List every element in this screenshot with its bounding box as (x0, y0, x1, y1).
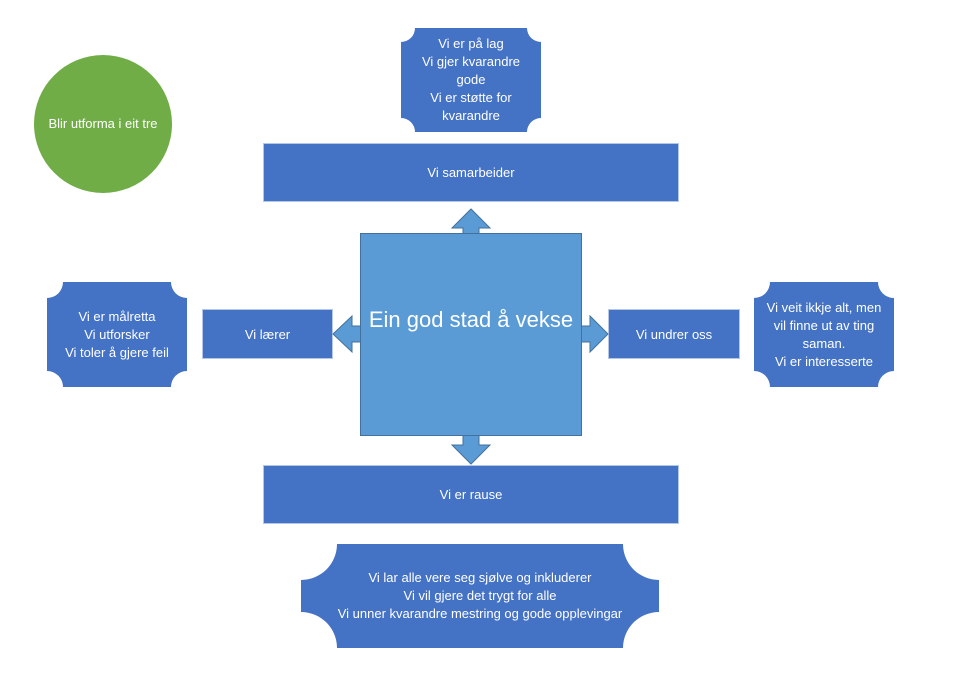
plaque-right-line: saman. (802, 335, 846, 351)
plaque-right-line: Vi veit ikkje alt, men (766, 299, 882, 315)
plaque-left: Vi er målretta Vi utforsker Vi toler å g… (47, 282, 187, 387)
plaque-left-shape (47, 282, 187, 387)
plaque-left-line: Vi er målretta (78, 308, 156, 324)
bar-bottom-label: Vi er rause (439, 487, 503, 502)
plaque-right: Vi veit ikkje alt, men vil finne ut av t… (754, 282, 894, 387)
plaque-top-line: Vi er støtte for (430, 90, 512, 105)
plaque-right-line: Vi er interesserte (774, 353, 873, 369)
bar-left-label: Vi lærer (244, 326, 291, 342)
tree-circle-text: Blir utforma i eit tre (48, 116, 158, 131)
plaque-left-line: Vi utforsker (84, 326, 150, 342)
bar-left: Vi lærer (202, 309, 333, 359)
plaque-bottom-line: Vi vil gjere det trygt for alle (403, 588, 557, 603)
plaque-top: Vi er på lag Vi gjer kvarandre gode Vi e… (401, 28, 541, 132)
plaque-top-line: Vi er på lag (438, 36, 504, 51)
bar-right: Vi undrer oss (608, 309, 740, 359)
tree-circle: Blir utforma i eit tre (34, 55, 172, 193)
plaque-right-line: vil finne ut av ting (773, 317, 875, 333)
plaque-top-line: gode (456, 72, 486, 87)
bar-bottom: Vi er rause (263, 465, 679, 524)
center-title: Ein god stad å vekse (368, 306, 574, 332)
bar-top: Vi samarbeider (263, 143, 679, 202)
plaque-top-line: Vi gjer kvarandre (421, 54, 521, 69)
plaque-left-line: Vi toler å gjere feil (65, 344, 169, 360)
plaque-bottom-shape (301, 544, 659, 648)
plaque-right-shape (754, 282, 894, 387)
bar-top-label: Vi samarbeider (427, 165, 515, 180)
bar-right-label: Vi undrer oss (635, 326, 713, 342)
center-box: Ein god stad å vekse (360, 233, 582, 436)
plaque-bottom-line: Vi unner kvarandre mestring og gode oppl… (337, 606, 623, 621)
plaque-top-line: kvarandre (442, 108, 500, 123)
plaque-bottom-line: Vi lar alle vere seg sjølve og inkludere… (368, 570, 592, 585)
plaque-bottom: Vi lar alle vere seg sjølve og inkludere… (301, 544, 659, 648)
plaque-top-shape (401, 28, 541, 132)
